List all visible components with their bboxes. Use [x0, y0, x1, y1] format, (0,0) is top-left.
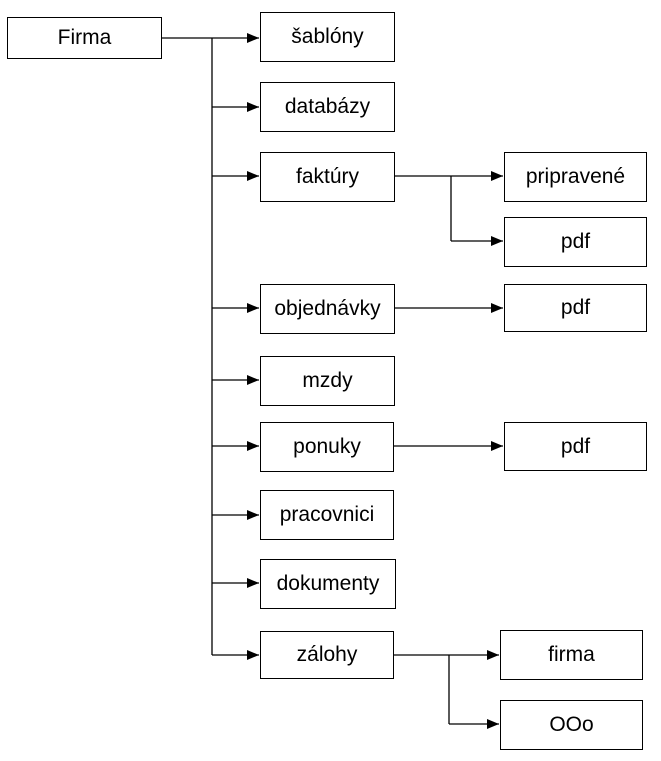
node-zalohy-ooo: OOo [500, 700, 643, 750]
node-firma: Firma [7, 17, 162, 59]
node-databazy: databázy [260, 82, 395, 132]
node-zalohy-firma: firma [500, 630, 643, 680]
node-mzdy: mzdy [260, 356, 395, 406]
node-objednavky: objednávky [260, 284, 395, 334]
node-faktury-pripravene: pripravené [504, 152, 647, 202]
node-ponuky-pdf: pdf [504, 422, 647, 471]
node-faktury-pdf: pdf [504, 217, 647, 267]
node-sablony: šablóny [260, 12, 395, 62]
node-dokumenty: dokumenty [260, 559, 396, 609]
node-ponuky: ponuky [260, 422, 394, 472]
node-zalohy: zálohy [260, 631, 394, 679]
node-pracovnici: pracovnici [260, 490, 394, 540]
node-objednavky-pdf: pdf [504, 284, 647, 332]
node-faktury: faktúry [260, 152, 395, 202]
